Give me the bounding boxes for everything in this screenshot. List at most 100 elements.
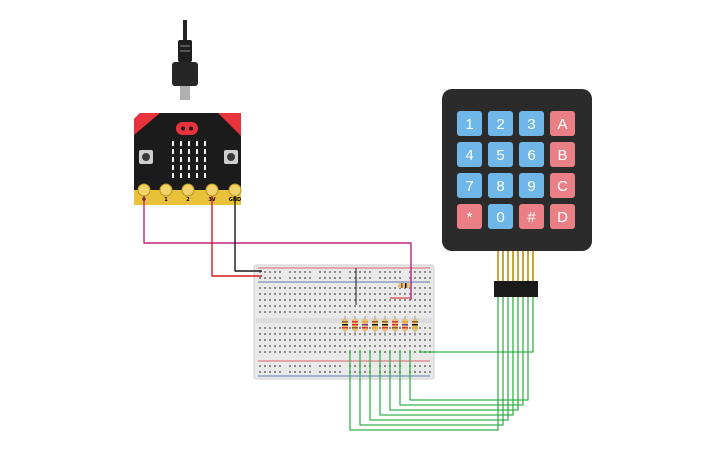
led-1-0: [172, 149, 174, 154]
key-label: 5: [496, 147, 504, 164]
pin-label: 2: [186, 197, 190, 203]
key-1[interactable]: 1: [457, 111, 482, 136]
resistor[interactable]: [342, 316, 348, 336]
led-2-3: [196, 157, 198, 162]
usb-cable[interactable]: [172, 20, 198, 100]
led-2-4: [204, 157, 206, 162]
usb-cable-wire: [183, 20, 187, 42]
resistor[interactable]: [382, 316, 388, 336]
resistor[interactable]: [402, 316, 408, 336]
key-label: D: [557, 209, 568, 226]
resistor-array[interactable]: [342, 283, 418, 336]
led-0-3: [196, 141, 198, 146]
key-label: A: [557, 116, 567, 133]
key-label: 2: [496, 116, 504, 133]
wire-3v[interactable]: [211, 196, 262, 277]
led-2-1: [180, 157, 182, 162]
key-label: 0: [496, 209, 504, 226]
key-7[interactable]: 7: [457, 173, 482, 198]
wire-keypad-8[interactable]: [419, 297, 534, 353]
key-2[interactable]: 2: [488, 111, 513, 136]
resistor[interactable]: [362, 316, 368, 336]
wire-keypad-3[interactable]: [369, 297, 509, 421]
microbit-corner-accent-right: [218, 113, 241, 136]
wire-pin0[interactable]: [143, 196, 412, 300]
key-5[interactable]: 5: [488, 142, 513, 167]
wire-keypad-6[interactable]: [399, 297, 524, 406]
key-0[interactable]: 0: [488, 204, 513, 229]
led-3-1: [180, 165, 182, 170]
led-3-2: [188, 165, 190, 170]
pin-pad-0[interactable]: [137, 183, 151, 197]
resistor[interactable]: [412, 316, 418, 336]
led-1-2: [188, 149, 190, 154]
led-4-3: [196, 173, 198, 178]
key-label: #: [527, 209, 536, 226]
led-0-1: [180, 141, 182, 146]
key-label: 7: [465, 178, 473, 195]
led-0-0: [172, 141, 174, 146]
key-label: *: [467, 209, 473, 226]
key-label: 8: [496, 178, 504, 195]
key-3[interactable]: 3: [519, 111, 544, 136]
button-a[interactable]: [139, 150, 153, 164]
microbit-body: [134, 113, 241, 205]
microbit-corner-accent-left: [134, 113, 160, 135]
wire-gnd[interactable]: [234, 196, 262, 272]
wire-keypad-4[interactable]: [379, 297, 514, 416]
usb-connector: [180, 86, 190, 100]
wires[interactable]: [143, 196, 534, 431]
led-4-1: [180, 173, 182, 178]
led-3-0: [172, 165, 174, 170]
led-0-4: [204, 141, 206, 146]
pin-pad-3[interactable]: [205, 183, 219, 197]
pin-pad-2[interactable]: [181, 183, 195, 197]
key-label: 6: [527, 147, 535, 164]
resistor[interactable]: [372, 316, 378, 336]
key-9[interactable]: 9: [519, 173, 544, 198]
led-1-4: [204, 149, 206, 154]
key-4[interactable]: 4: [457, 142, 482, 167]
resistor[interactable]: [352, 316, 358, 336]
key-hash[interactable]: #: [519, 204, 544, 229]
breadboard-holes: [259, 271, 431, 373]
key-star[interactable]: *: [457, 204, 482, 229]
wire-keypad-5[interactable]: [389, 297, 519, 411]
button-b[interactable]: [224, 150, 238, 164]
keypad-header-connector: [494, 281, 538, 297]
pin-pad-1[interactable]: [159, 183, 173, 197]
wire-keypad-7[interactable]: [409, 297, 529, 401]
key-B[interactable]: B: [550, 142, 575, 167]
wire-keypad-2[interactable]: [359, 297, 504, 426]
led-2-0: [172, 157, 174, 162]
pin-label: 1: [164, 197, 168, 203]
key-label: 4: [465, 147, 473, 164]
led-4-2: [188, 173, 190, 178]
key-A[interactable]: A: [550, 111, 575, 136]
led-4-4: [204, 173, 206, 178]
key-label: 3: [527, 116, 535, 133]
led-0-2: [188, 141, 190, 146]
keypad-ribbon: [497, 251, 534, 282]
resistor-pullup[interactable]: [398, 283, 410, 288]
led-1-1: [180, 149, 182, 154]
wire-keypad-1[interactable]: [349, 297, 499, 431]
key-D[interactable]: D: [550, 204, 575, 229]
pin-pad-4[interactable]: [228, 183, 242, 197]
led-matrix: [172, 141, 206, 178]
key-8[interactable]: 8: [488, 173, 513, 198]
led-3-4: [204, 165, 206, 170]
key-C[interactable]: C: [550, 173, 575, 198]
led-3-3: [196, 165, 198, 170]
led-4-0: [172, 173, 174, 178]
key-6[interactable]: 6: [519, 142, 544, 167]
microbit-logo: [176, 122, 198, 135]
led-1-3: [196, 149, 198, 154]
led-2-2: [188, 157, 190, 162]
resistor[interactable]: [392, 316, 398, 336]
key-label: 1: [465, 116, 473, 133]
usb-plug-housing: [172, 62, 198, 86]
